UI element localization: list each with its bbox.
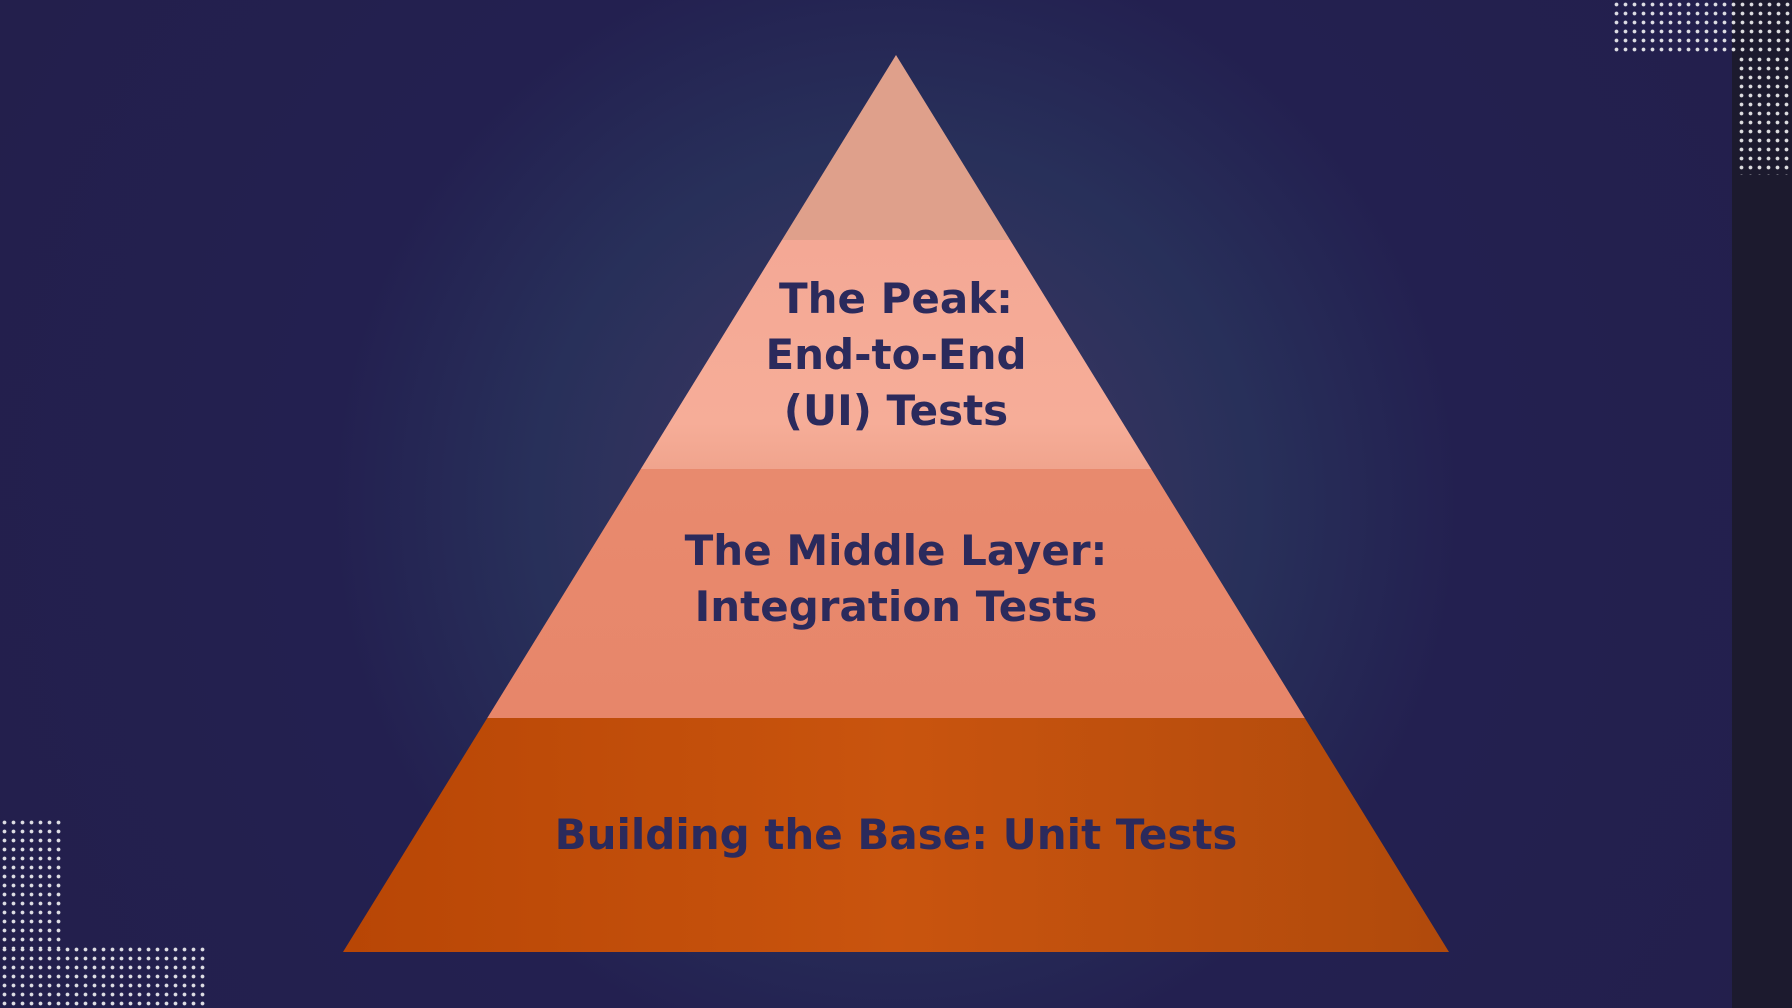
dot-pattern-bottom-left-column xyxy=(0,818,64,948)
base-label: Building the Base: Unit Tests xyxy=(554,810,1238,859)
peak-label-line1: The Peak: xyxy=(778,273,1013,323)
peak-label-line2: End-to-End xyxy=(765,329,1027,379)
testing-pyramid: The Peak: End-to-End (UI) Tests The Midd… xyxy=(343,55,1449,952)
dot-pattern-bottom-left xyxy=(0,945,205,1008)
pyramid-apex xyxy=(343,55,1449,240)
dot-pattern-top-right-column xyxy=(1737,55,1792,175)
middle-label-line2: Integration Tests xyxy=(694,581,1098,631)
pyramid-level-middle: The Middle Layer: Integration Tests xyxy=(343,469,1449,718)
pyramid-level-base: Building the Base: Unit Tests xyxy=(343,718,1449,952)
pyramid-level-peak: The Peak: End-to-End (UI) Tests xyxy=(343,240,1449,469)
peak-label-line3: (UI) Tests xyxy=(783,385,1009,435)
dot-pattern-top-right xyxy=(1612,0,1792,55)
middle-label-line1: The Middle Layer: xyxy=(684,525,1108,575)
